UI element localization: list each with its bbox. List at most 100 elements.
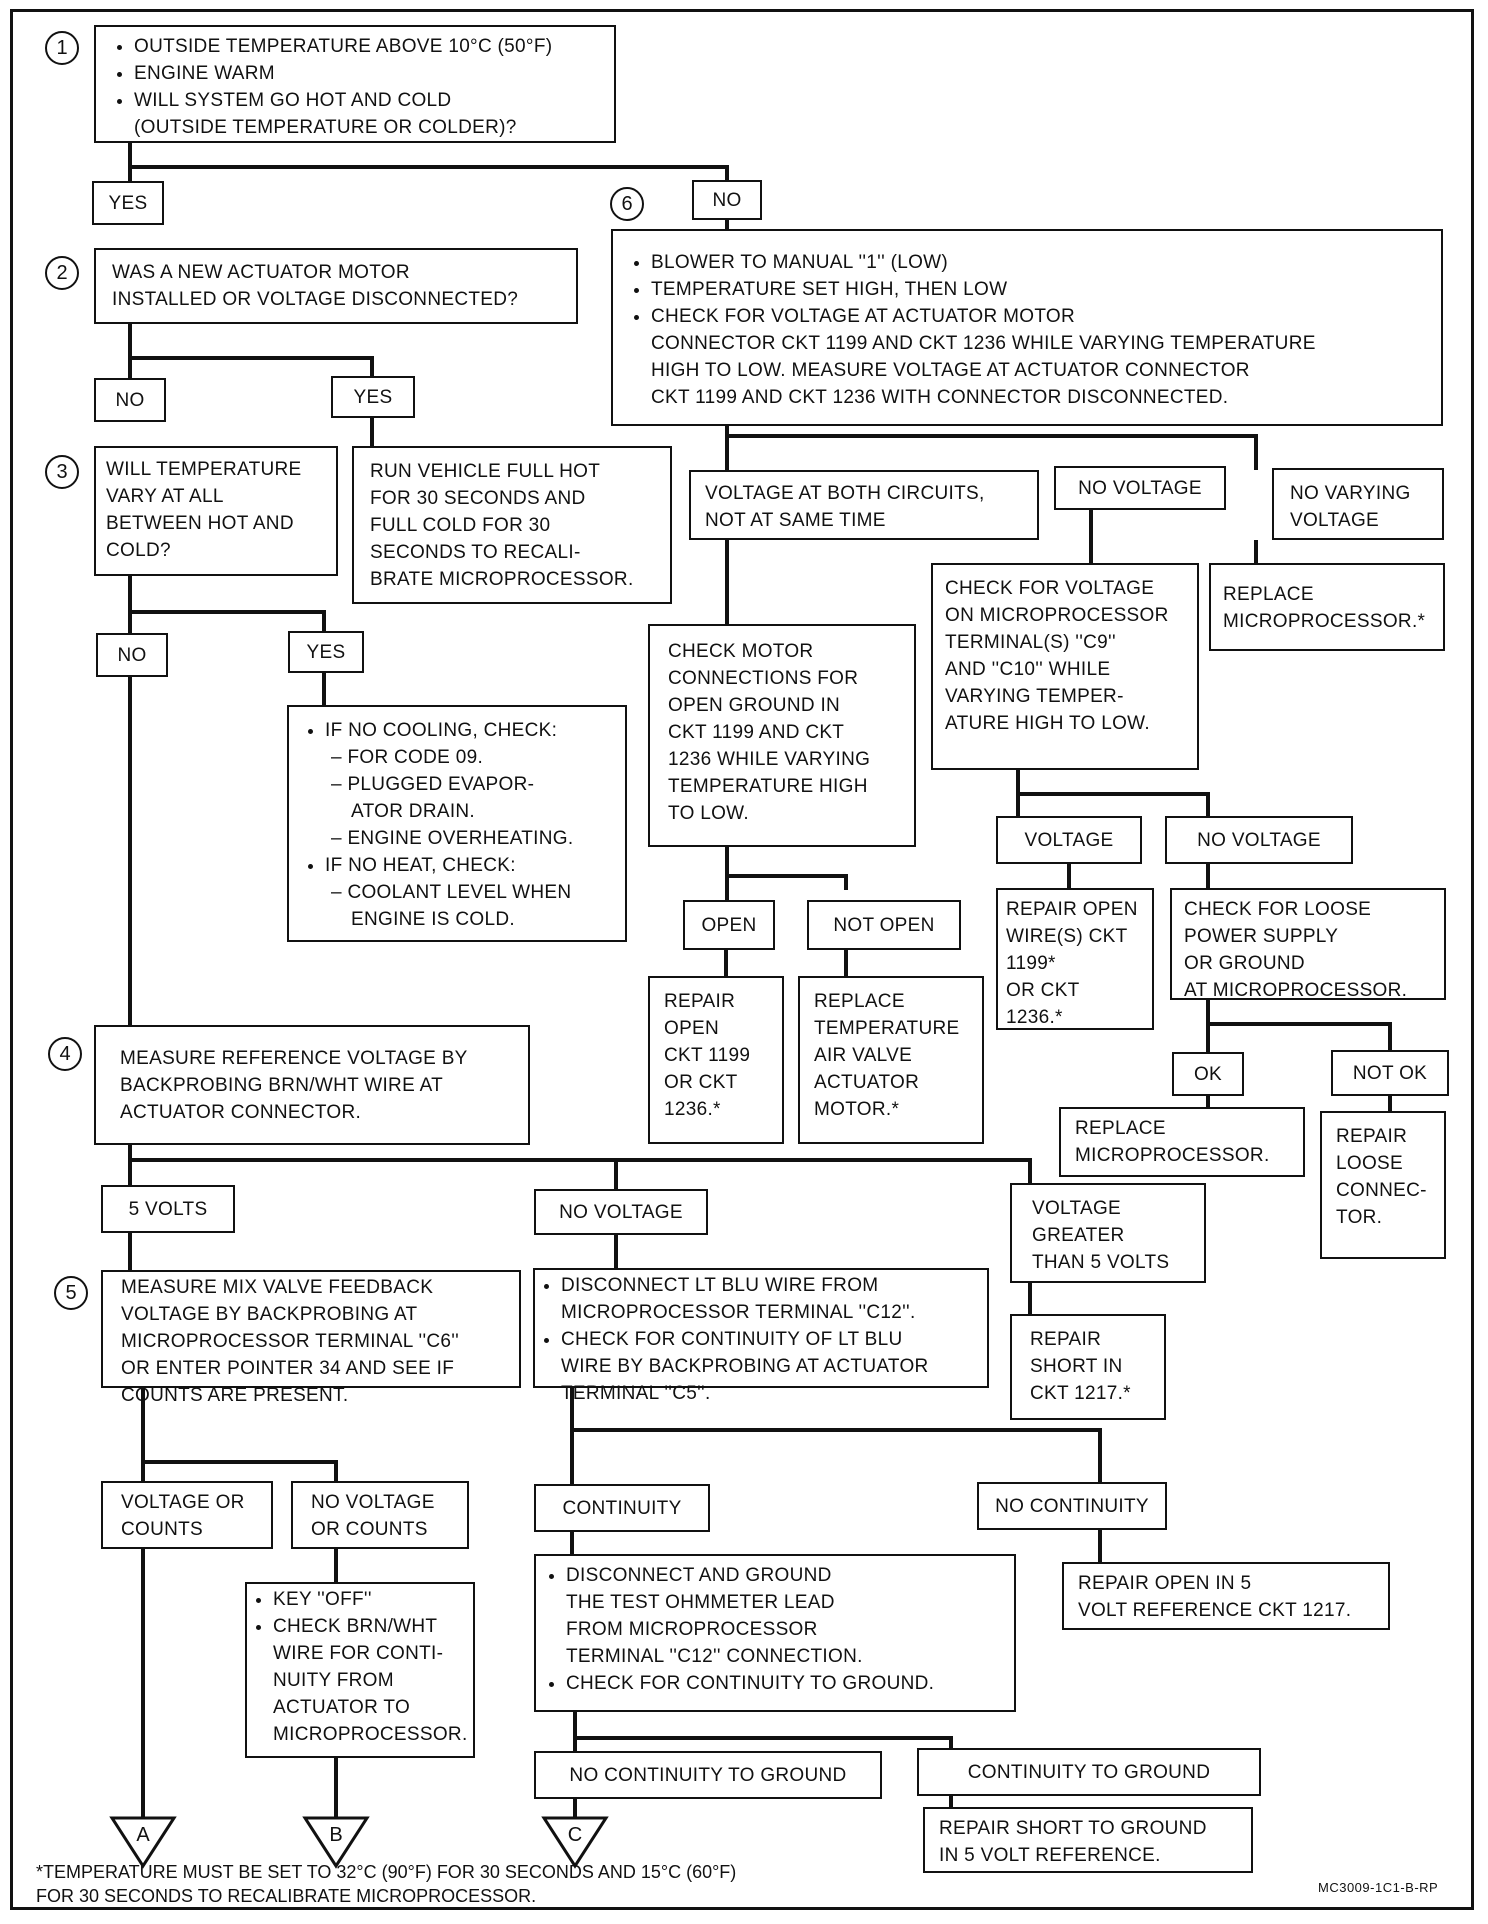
label-no-continuity-to-ground: NO CONTINUITY TO GROUND [534, 1751, 882, 1799]
step-2-text: WAS A NEW ACTUATOR MOTOR INSTALLED OR VO… [112, 262, 519, 310]
step-2-marker: 2 [45, 256, 79, 290]
label-voltage-greater: VOLTAGE GREATER THAN 5 VOLTS [1010, 1183, 1206, 1283]
line-s6-branches [727, 434, 1258, 470]
page-border [10, 9, 1474, 1910]
label-no: NO [94, 378, 166, 422]
step-4-marker: 4 [48, 1037, 82, 1071]
repair-open-5v-box: REPAIR OPEN IN 5 VOLT REFERENCE CKT 1217… [1062, 1562, 1390, 1630]
voltage-both-circuits-text: VOLTAGE AT BOTH CIRCUITS, NOT AT SAME TI… [705, 483, 985, 531]
label-voltage-or-counts: VOLTAGE OR COUNTS [101, 1481, 273, 1549]
label-no-voltage: NO VOLTAGE [1054, 466, 1226, 510]
label-open: OPEN [683, 900, 775, 950]
line-check-notok [1208, 1022, 1392, 1055]
check-motor-text: CHECK MOTOR CONNECTIONS FOR OPEN GROUND … [668, 641, 871, 824]
line-s3-yes [130, 610, 326, 633]
step-5-text: MEASURE MIX VALVE FEEDBACK VOLTAGE BY BA… [121, 1277, 460, 1406]
replace-microprocessor-box: REPLACE MICROPROCESSOR. [1059, 1107, 1305, 1177]
repair-loose-connector-text: REPAIR LOOSE CONNEC- TOR. [1336, 1126, 1427, 1228]
disconnect-blu-box: DISCONNECT LT BLU WIRE FROM MICROPROCESS… [533, 1268, 989, 1404]
check-c9-c10-box: CHECK FOR VOLTAGE ON MICROPROCESSOR TERM… [931, 563, 1199, 770]
line-ground-cg [575, 1736, 953, 1749]
label-no-continuity: NO CONTINUITY [977, 1482, 1167, 1530]
step-3-marker: 3 [45, 455, 79, 489]
no-heat-item: COOLANT LEVEL WHEN ENGINE IS COLD. [331, 879, 617, 933]
disconnect-ground-item: DISCONNECT AND GROUND THE TEST OHMMETER … [566, 1562, 1008, 1670]
connector-c: C [544, 1818, 606, 1874]
label-ok: OK [1172, 1052, 1244, 1096]
connector-b-label: B [329, 1824, 343, 1846]
repair-short-1217-text: REPAIR SHORT IN CKT 1217.* [1030, 1329, 1131, 1404]
connector-b-shape [302, 1816, 370, 1869]
no-varying-voltage-text: NO VARYING VOLTAGE [1290, 483, 1411, 531]
repair-open-wires-box: REPAIR OPEN WIRE(S) CKT 1199* OR CKT 123… [996, 888, 1154, 1030]
label-no-voltage: NO VOLTAGE [1165, 816, 1353, 864]
no-heat-heading: IF NO HEAT, CHECK: [325, 852, 617, 879]
label-not-ok: NOT OK [1331, 1050, 1449, 1096]
key-off-item: CHECK BRN/WHT WIRE FOR CONTI- NUITY FROM… [273, 1613, 467, 1748]
recalibrate-text: RUN VEHICLE FULL HOT FOR 30 SECONDS AND … [370, 461, 634, 590]
line-disc-nocont [572, 1428, 1102, 1487]
label-5-volts: 5 VOLTS [101, 1185, 235, 1233]
step-1-item: OUTSIDE TEMPERATURE ABOVE 10°C (50°F) [134, 33, 604, 60]
replace-microprocessor-text: REPLACE MICROPROCESSOR.* [1223, 584, 1426, 632]
label-no: NO [692, 180, 762, 220]
disconnect-ground-item: CHECK FOR CONTINUITY TO GROUND. [566, 1670, 1008, 1697]
repair-open-wires-text: REPAIR OPEN WIRE(S) CKT 1199* OR CKT 123… [1006, 899, 1138, 1028]
repair-open-5v-text: REPAIR OPEN IN 5 VOLT REFERENCE CKT 1217… [1078, 1573, 1352, 1621]
line-s1-no [130, 165, 729, 187]
figure-code: MC3009-1C1-B-RP [1318, 1880, 1439, 1895]
step-5-box: MEASURE MIX VALVE FEEDBACK VOLTAGE BY BA… [101, 1270, 521, 1406]
voltage-or-counts-text: VOLTAGE OR COUNTS [121, 1492, 245, 1540]
connector-c-shape [541, 1816, 609, 1869]
replace-actuator-motor-text: REPLACE TEMPERATURE AIR VALVE ACTUATOR M… [814, 991, 960, 1120]
step-4-text: MEASURE REFERENCE VOLTAGE BY BACKPROBING… [120, 1048, 468, 1123]
step-1-item: WILL SYSTEM GO HOT AND COLD (OUTSIDE TEM… [134, 87, 604, 141]
repair-open-ckt-box: REPAIR OPEN CKT 1199 OR CKT 1236.* [648, 976, 784, 1144]
no-cooling-item: PLUGGED EVAPOR- ATOR DRAIN. [331, 771, 617, 825]
voltage-greater-text: VOLTAGE GREATER THAN 5 VOLTS [1032, 1198, 1170, 1273]
label-no-varying-voltage: NO VARYING VOLTAGE [1272, 468, 1444, 540]
no-cooling-heading: IF NO COOLING, CHECK: [325, 717, 617, 744]
step-6-box: BLOWER TO MANUAL ''1'' (LOW) TEMPERATURE… [611, 229, 1443, 426]
step-4-box: MEASURE REFERENCE VOLTAGE BY BACKPROBING… [94, 1025, 530, 1145]
replace-actuator-motor-box: REPLACE TEMPERATURE AIR VALVE ACTUATOR M… [798, 976, 984, 1144]
step-6-item: TEMPERATURE SET HIGH, THEN LOW [651, 276, 1431, 303]
no-cooling-item: ENGINE OVERHEATING. [331, 825, 617, 852]
line-s2-yes [130, 356, 374, 378]
repair-loose-connector-box: REPAIR LOOSE CONNEC- TOR. [1320, 1111, 1446, 1259]
label-voltage: VOLTAGE [996, 816, 1142, 864]
label-yes: YES [331, 376, 415, 418]
check-loose-box: CHECK FOR LOOSE POWER SUPPLY OR GROUND A… [1170, 888, 1446, 1001]
repair-short-ground-box: REPAIR SHORT TO GROUND IN 5 VOLT REFEREN… [923, 1807, 1253, 1873]
no-cooling-item: FOR CODE 09. [331, 744, 617, 771]
connector-a-label: A [136, 1824, 150, 1846]
repair-short-1217-box: REPAIR SHORT IN CKT 1217.* [1010, 1314, 1166, 1420]
footnote: *TEMPERATURE MUST BE SET TO 32°C (90°F) … [36, 1862, 737, 1906]
step-2-box: WAS A NEW ACTUATOR MOTOR INSTALLED OR VO… [94, 248, 578, 324]
label-not-open: NOT OPEN [807, 900, 961, 950]
label-continuity-to-ground: CONTINUITY TO GROUND [917, 1748, 1261, 1796]
label-no: NO [96, 633, 168, 677]
line-s4-branches [130, 1158, 1032, 1183]
disconnect-blu-item: CHECK FOR CONTINUITY OF LT BLU WIRE BY B… [561, 1326, 981, 1407]
label-voltage-both-circuits: VOLTAGE AT BOTH CIRCUITS, NOT AT SAME TI… [689, 470, 1039, 540]
step-3-box: WILL TEMPERATURE VARY AT ALL BETWEEN HOT… [94, 446, 338, 576]
step-1-item: ENGINE WARM [134, 60, 604, 87]
check-c9-c10-text: CHECK FOR VOLTAGE ON MICROPROCESSOR TERM… [945, 578, 1169, 734]
step-6-item: BLOWER TO MANUAL ''1'' (LOW) [651, 249, 1431, 276]
label-no-voltage: NO VOLTAGE [534, 1189, 708, 1235]
step-1-box: OUTSIDE TEMPERATURE ABOVE 10°C (50°F) EN… [94, 25, 616, 143]
key-off-box: KEY ''OFF'' CHECK BRN/WHT WIRE FOR CONTI… [245, 1582, 475, 1758]
line-c9-novolt [1018, 792, 1210, 816]
check-motor-box: CHECK MOTOR CONNECTIONS FOR OPEN GROUND … [648, 624, 916, 847]
repair-open-ckt-text: REPAIR OPEN CKT 1199 OR CKT 1236.* [664, 991, 751, 1120]
line-checkmotor-notopen [727, 874, 848, 890]
replace-microprocessor-box: REPLACE MICROPROCESSOR.* [1209, 563, 1445, 651]
connector-a-shape [109, 1816, 177, 1869]
repair-short-ground-text: REPAIR SHORT TO GROUND IN 5 VOLT REFEREN… [939, 1818, 1207, 1866]
replace-microprocessor-text: REPLACE MICROPROCESSOR. [1075, 1118, 1270, 1166]
label-continuity: CONTINUITY [534, 1484, 710, 1532]
connector-a: A [112, 1818, 174, 1874]
label-yes: YES [288, 631, 364, 673]
